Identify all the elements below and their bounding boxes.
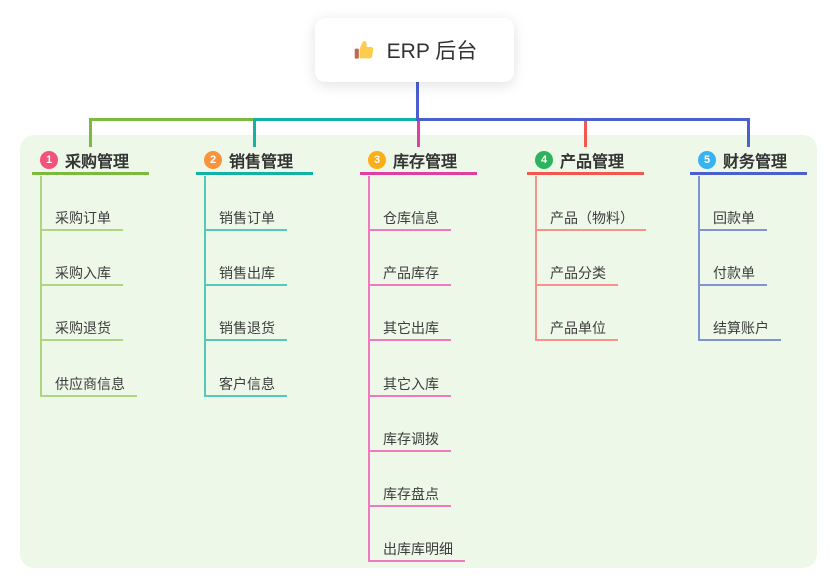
branches-panel	[20, 135, 817, 568]
child-node[interactable]: 出库库明细	[368, 538, 465, 563]
child-node[interactable]: 仓库信息	[368, 207, 451, 231]
child-node[interactable]: 产品库存	[368, 262, 451, 287]
connector-drop-3	[416, 118, 420, 147]
child-node[interactable]: 采购订单	[40, 207, 123, 231]
root-node[interactable]: ERP 后台	[315, 18, 514, 82]
child-node[interactable]: 销售退货	[204, 317, 287, 342]
priority-badge: 1	[40, 150, 58, 169]
connector-h-2	[252, 118, 419, 121]
child-node[interactable]: 库存盘点	[368, 483, 451, 507]
branch-title-label: 产品管理	[560, 153, 625, 171]
child-node[interactable]: 采购退货	[40, 317, 123, 342]
priority-badge: 4	[535, 150, 553, 169]
branch-title-label: 销售管理	[229, 153, 294, 171]
child-node[interactable]: 付款单	[698, 262, 767, 287]
child-rail-3	[368, 176, 370, 563]
child-rail-4	[535, 176, 537, 342]
connector-drop-5	[746, 118, 750, 147]
branch-node-2[interactable]: 2 销售管理	[196, 147, 313, 175]
branch-node-3[interactable]: 3 库存管理	[360, 147, 477, 175]
child-rail-5	[698, 176, 700, 342]
child-node[interactable]: 产品分类	[535, 262, 618, 287]
connector-h-5	[416, 118, 750, 121]
branch-title-label: 采购管理	[65, 153, 130, 171]
child-node[interactable]: 结算账户	[698, 317, 781, 342]
connector-drop-2	[252, 118, 256, 147]
connector-drop-1	[88, 118, 92, 147]
child-node[interactable]: 销售订单	[204, 207, 287, 231]
priority-badge: 5	[698, 150, 716, 169]
branch-node-5[interactable]: 5 财务管理	[690, 147, 807, 175]
child-node[interactable]: 供应商信息	[40, 373, 137, 397]
child-node[interactable]: 客户信息	[204, 373, 287, 397]
root-title: ERP 后台	[386, 40, 478, 63]
connector-drop-4	[583, 118, 587, 147]
priority-badge: 2	[204, 150, 222, 169]
child-rail-2	[204, 176, 206, 397]
child-node[interactable]: 其它入库	[368, 373, 451, 397]
connector-root-line	[416, 82, 419, 121]
child-node[interactable]: 销售出库	[204, 262, 287, 287]
child-node[interactable]: 其它出库	[368, 317, 451, 342]
priority-badge: 3	[368, 150, 386, 169]
child-node[interactable]: 产品（物料）	[535, 207, 646, 231]
child-node[interactable]: 库存调拨	[368, 428, 451, 452]
child-node[interactable]: 采购入库	[40, 262, 123, 287]
branch-title-label: 财务管理	[723, 153, 788, 171]
child-node[interactable]: 产品单位	[535, 317, 618, 342]
branch-node-1[interactable]: 1 采购管理	[32, 147, 149, 175]
thumbs-up-icon	[352, 38, 377, 63]
branch-title-label: 库存管理	[393, 153, 458, 171]
child-node[interactable]: 回款单	[698, 207, 767, 231]
child-rail-1	[40, 176, 42, 397]
branch-node-4[interactable]: 4 产品管理	[527, 147, 644, 175]
